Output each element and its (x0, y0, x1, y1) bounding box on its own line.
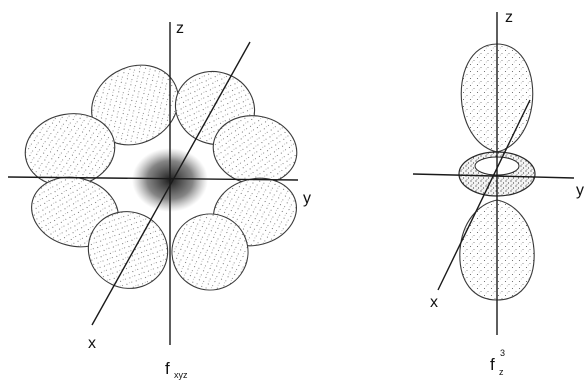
caption-main: f (490, 355, 495, 374)
z-axis-label: z (505, 9, 513, 26)
x-axis-label: x (88, 335, 96, 352)
caption-subscript: xyz (174, 370, 188, 380)
z-axis-label: z (176, 20, 184, 37)
fxyz-orbital: z y x f xyz (8, 20, 311, 380)
caption-subscript: z (499, 367, 504, 377)
y-axis-label: y (303, 190, 311, 207)
x-axis-label: x (430, 294, 438, 311)
y-axis-label: y (576, 182, 584, 199)
caption-superscript: 3 (500, 348, 505, 358)
caption-main: f (165, 359, 170, 378)
fz3-orbital: z y x f z 3 (413, 9, 584, 377)
fxyz-caption: f xyz (165, 359, 188, 380)
fz3-caption: f z 3 (490, 348, 505, 377)
